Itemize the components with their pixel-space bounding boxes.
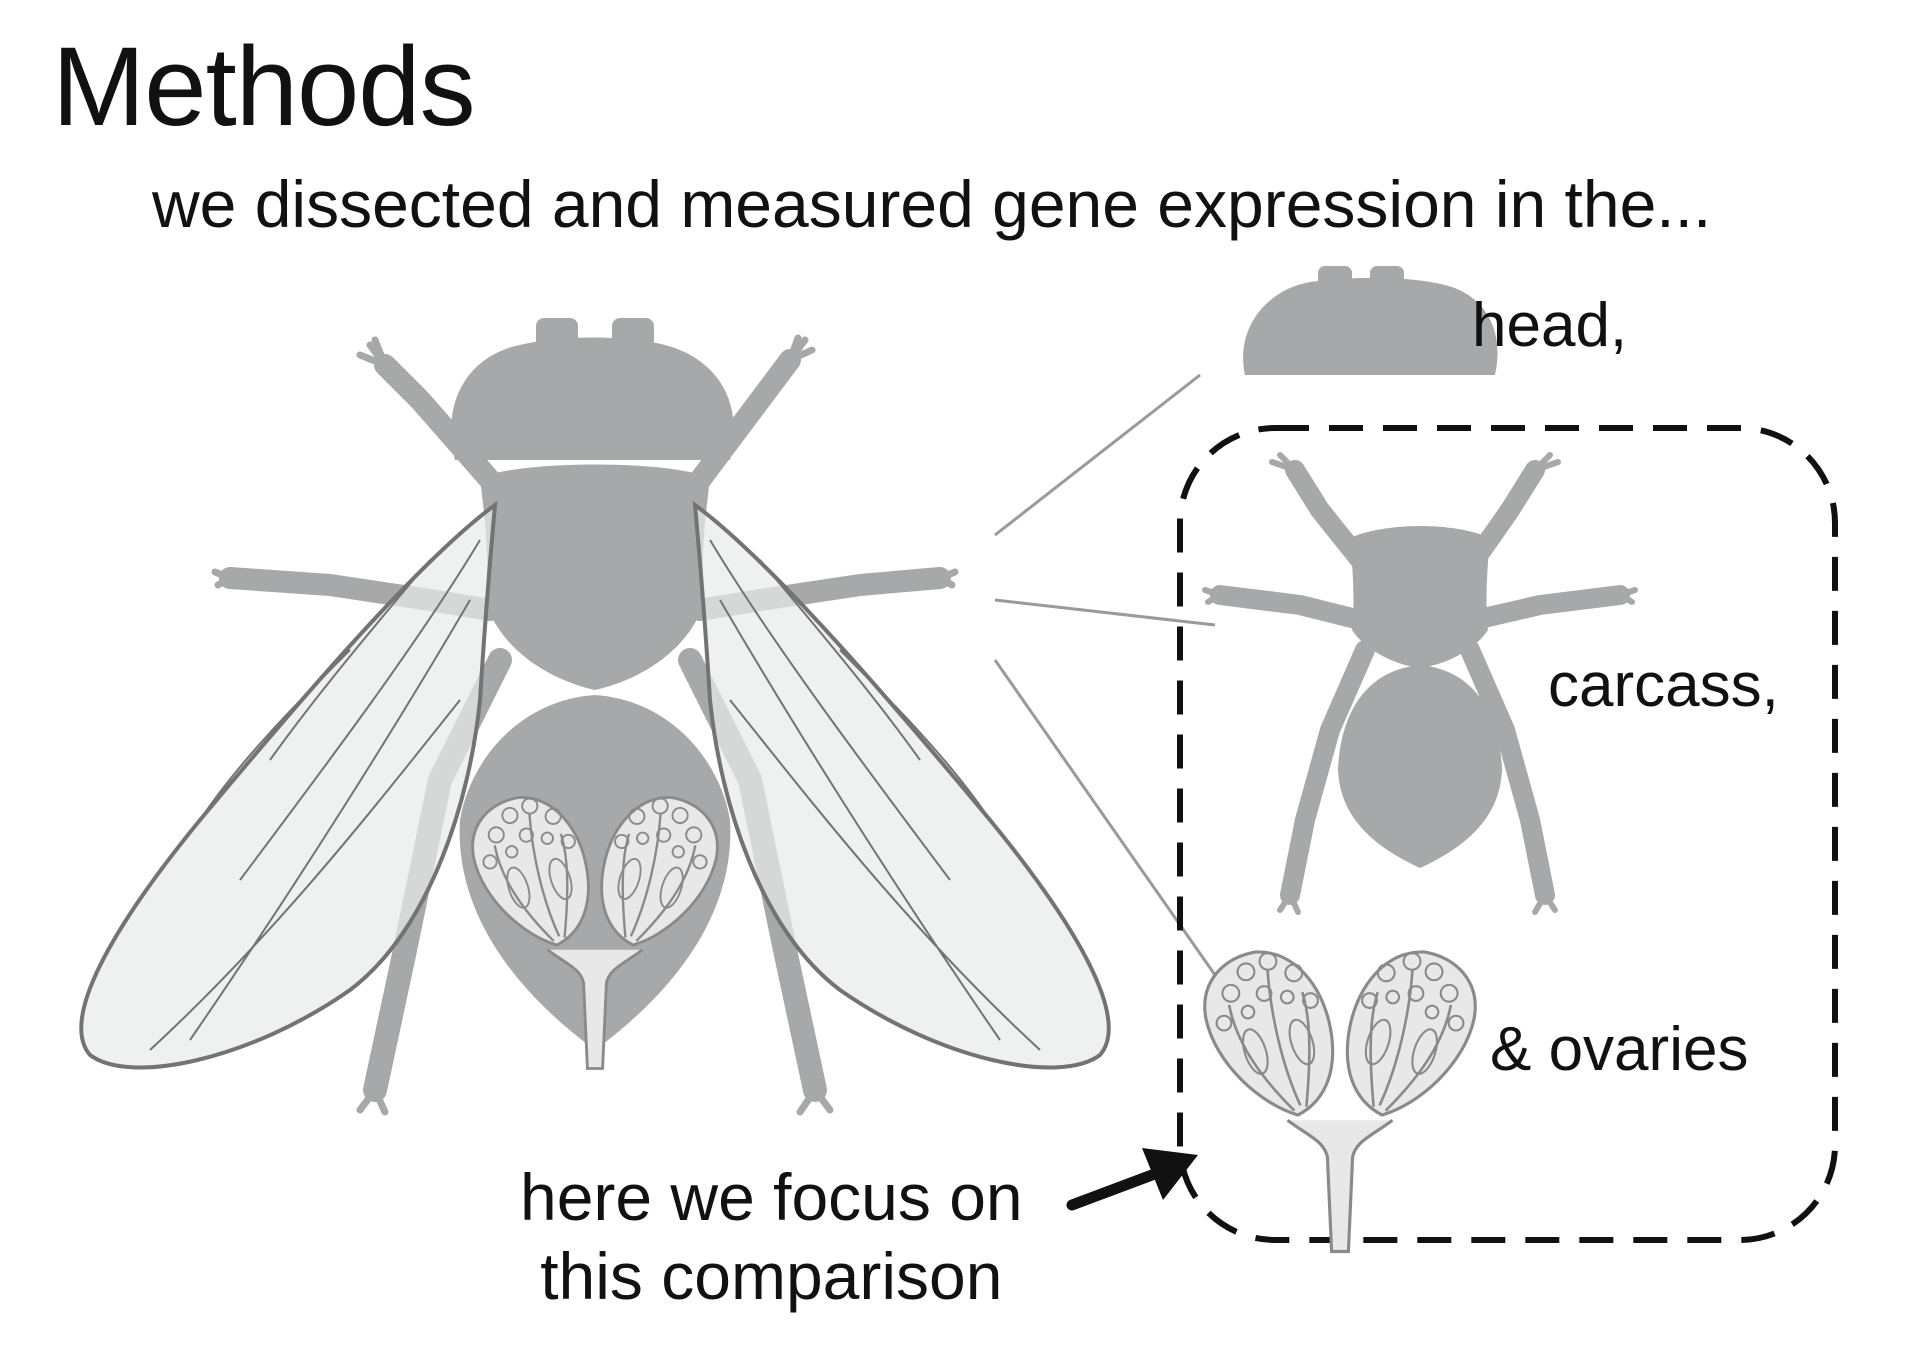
comparison-box: [1177, 425, 1838, 1243]
dissected-head: [1243, 266, 1498, 375]
label-carcass: carcass,: [1548, 651, 1779, 720]
connector-head: [994, 373, 1201, 537]
connector-carcass: [994, 598, 1216, 627]
label-ovaries: & ovaries: [1490, 1015, 1749, 1084]
page-subtitle: we dissected and measured gene expressio…: [152, 167, 1712, 241]
page-title: Methods: [52, 24, 476, 149]
focus-note-line1: here we focus on: [520, 1160, 1023, 1234]
focus-note: here we focus on this comparison: [520, 1158, 1023, 1316]
fly-thorax: [480, 464, 710, 690]
dissected-ovaries: [1190, 936, 1489, 1251]
fly-abdomen: [459, 695, 731, 1050]
fly-wing-right: [692, 500, 1111, 1070]
arrow-icon: [1066, 1148, 1198, 1211]
dissected-carcass: [1202, 452, 1638, 915]
fly-wing-left: [79, 500, 498, 1070]
whole-fly-illustration: [79, 318, 1111, 1116]
label-head: head,: [1472, 291, 1628, 360]
fly-head: [451, 337, 734, 460]
focus-note-line2: this comparison: [540, 1239, 1003, 1314]
